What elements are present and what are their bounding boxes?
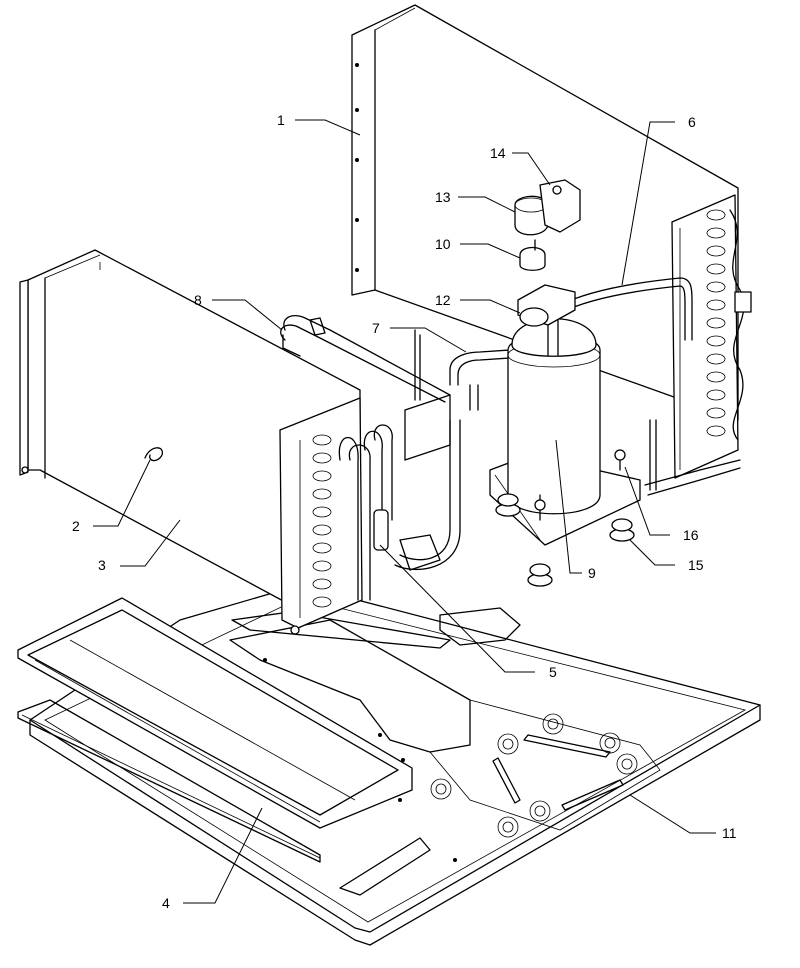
- callout-2: 2: [72, 518, 80, 534]
- callout-3: 3: [98, 557, 106, 573]
- clip-part: [144, 447, 163, 462]
- outdoor-coil: [671, 194, 752, 479]
- callout-12: 12: [435, 292, 451, 308]
- callout-5: 5: [549, 664, 557, 680]
- callout-4: 4: [162, 895, 170, 911]
- callout-14: 14: [490, 145, 506, 161]
- callout-13: 13: [435, 189, 451, 205]
- compressor: [489, 284, 641, 546]
- drain-tray: [17, 597, 413, 863]
- callout-1: 1: [277, 112, 285, 128]
- callout-7: 7: [372, 320, 380, 336]
- indoor-coil-end: [279, 397, 393, 635]
- filter-drier: [373, 509, 389, 551]
- callout-10: 10: [435, 236, 451, 252]
- callout-6: 6: [688, 114, 696, 130]
- tubing-assembly: [280, 277, 741, 571]
- callout-9: 9: [588, 565, 596, 581]
- callout-11: 11: [722, 825, 737, 841]
- rubber-grommets: [495, 493, 635, 587]
- indoor-coil-housing: [19, 249, 361, 611]
- callout-15: 15: [688, 557, 704, 573]
- callout-16: 16: [683, 527, 699, 543]
- callout-labels: 1 2 3 4 5 6 7 8 9 10 11 12 13 14 15 16: [72, 112, 737, 911]
- leader-lines: [93, 119, 716, 904]
- callout-8: 8: [194, 292, 202, 308]
- terminal-cover-parts: [514, 179, 581, 271]
